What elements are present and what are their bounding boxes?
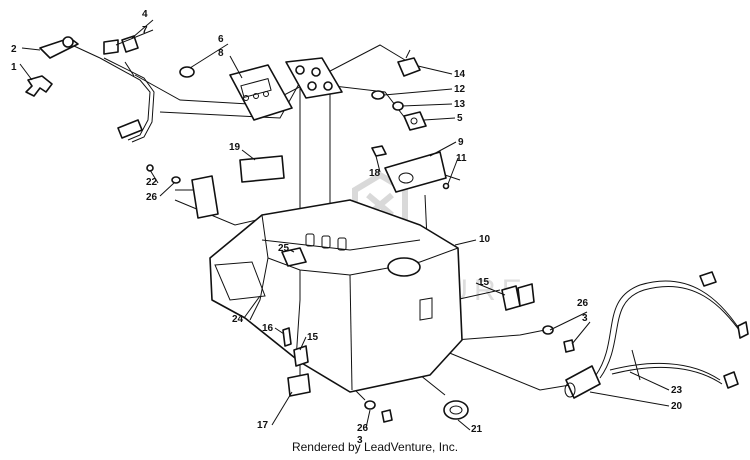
- rendered-by-credit: Rendered by LeadVenture, Inc.: [291, 440, 459, 454]
- part-gasket-plate: [285, 57, 343, 99]
- callout-16: 16: [262, 323, 274, 334]
- part-clip-lower: [293, 345, 309, 367]
- callout-15: 15: [307, 332, 319, 343]
- callout-3: 3: [357, 435, 363, 446]
- callout-1: 1: [11, 62, 17, 73]
- part-screw: [371, 145, 387, 157]
- callout-leaders: [19, 19, 670, 431]
- callout-4: 4: [142, 9, 148, 20]
- callout-19: 19: [229, 142, 241, 153]
- part-bracket-plate: [287, 373, 311, 397]
- callout-14: 14: [454, 69, 466, 80]
- callout-24: 24: [232, 314, 244, 325]
- callout-15: 15: [478, 277, 490, 288]
- callout-23: 23: [671, 385, 683, 396]
- callout-5: 5: [457, 113, 463, 124]
- callout-3: 3: [582, 313, 588, 324]
- callout-22: 22: [146, 177, 158, 188]
- callout-20: 20: [671, 401, 683, 412]
- callout-26: 26: [357, 423, 369, 434]
- part-bracket-clip: [25, 75, 53, 97]
- part-screw-right: [563, 339, 575, 353]
- part-filler-plate: [384, 151, 450, 193]
- part-switch: [397, 49, 421, 77]
- callout-labels: 1 2 3 3 4 5 6 7 8 9 10 11 12 13 14 15 15…: [11, 9, 683, 446]
- part-washer: [392, 101, 404, 111]
- part-console-housing: [209, 199, 463, 393]
- part-washer-bottom: [364, 400, 376, 410]
- callout-21: 21: [471, 424, 483, 435]
- part-switch-plate: [229, 64, 293, 121]
- part-wire-harness: [564, 271, 749, 399]
- part-side-bracket: [191, 175, 219, 219]
- callout-18: 18: [369, 168, 381, 179]
- callout-17: 17: [257, 420, 269, 431]
- part-throttle-lever: [39, 36, 101, 59]
- callout-12: 12: [454, 84, 466, 95]
- part-screw-lower: [282, 327, 292, 347]
- callout-26: 26: [577, 298, 589, 309]
- callout-9: 9: [458, 137, 464, 148]
- part-clip-right: [501, 285, 521, 311]
- part-grommet-ring: [443, 400, 469, 420]
- part-clip-bracket: [517, 283, 535, 307]
- callout-10: 10: [479, 234, 491, 245]
- callout-13: 13: [454, 99, 466, 110]
- callout-11: 11: [456, 153, 467, 164]
- callout-2: 2: [11, 44, 17, 55]
- part-screw-bottom: [381, 409, 393, 423]
- callout-26: 26: [146, 192, 158, 203]
- part-vent: [281, 247, 307, 267]
- part-washer-right: [542, 325, 554, 335]
- callout-6: 6: [218, 34, 224, 45]
- part-grommet: [179, 66, 195, 78]
- callout-8: 8: [218, 48, 224, 59]
- part-indicator-light: [403, 111, 427, 131]
- part-grommet-small: [371, 90, 385, 100]
- part-screw-washer: [146, 164, 181, 184]
- part-decal: [239, 155, 285, 183]
- callout-25: 25: [278, 243, 290, 254]
- callout-7: 7: [142, 25, 148, 36]
- part-cable-grommet: [99, 35, 155, 143]
